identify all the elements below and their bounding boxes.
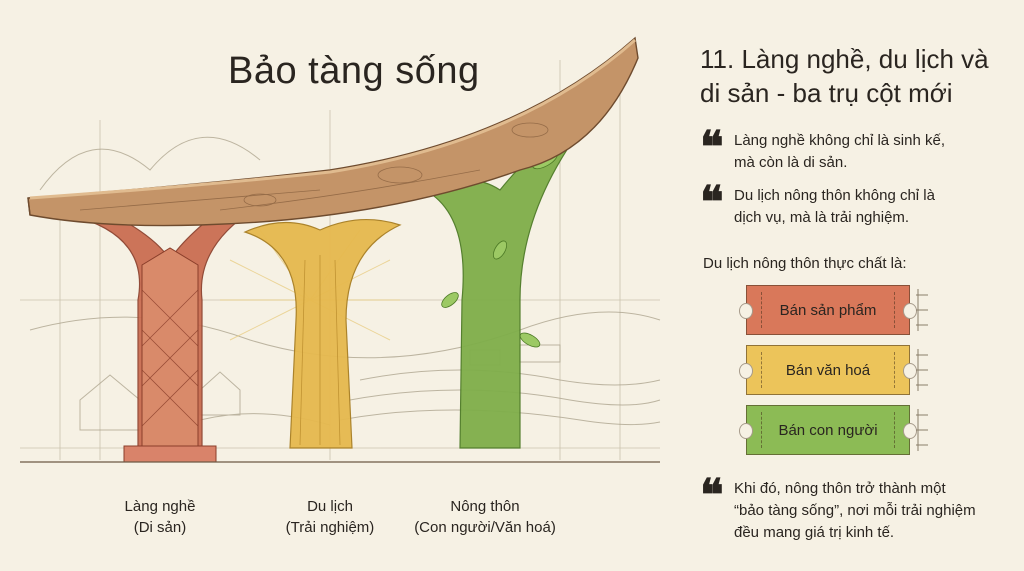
- quote-text: dịch vụ, mà là trải nghiệm.: [734, 209, 910, 226]
- pillar-name: Làng nghề: [124, 498, 196, 515]
- quote-text: mà còn là di sản.: [734, 154, 848, 171]
- quote-text: Du lịch nông thôn không chỉ là: [734, 187, 935, 204]
- pillar-subtitle: (Trải nghiệm): [285, 519, 375, 536]
- ticket-label: Bán sản phẩm: [779, 301, 877, 319]
- closing-text: Khi đó, nông thôn trở thành một: [734, 480, 946, 497]
- pillar-subtitle: (Di sản): [133, 519, 187, 536]
- pillar-name: Du lịch: [307, 498, 353, 515]
- heading-line: di sản - ba trụ cột mới: [700, 78, 953, 108]
- subheading: Du lịch nông thôn thực chất là:: [703, 255, 907, 272]
- pillar-du-lich: [243, 218, 402, 449]
- quote-closing: ❝ Khi đó, nông thôn trở thành một “bảo t…: [700, 470, 1010, 544]
- closing-text: “bảo tàng sống”, nơi mỗi trải nghiệm: [734, 502, 976, 519]
- ticket-label: Bán con người: [778, 421, 878, 439]
- pillars-illustration: [20, 36, 661, 463]
- illustration-title: Bảo tàng sống: [228, 50, 480, 92]
- quote-2: ❝ Du lịch nông thôn không chỉ là dịch vụ…: [700, 177, 1010, 229]
- wooden-roof: [27, 36, 639, 227]
- pillar-label-du-lich: Du lịch (Trải nghiệm): [270, 496, 390, 538]
- quote-icon: ❝: [700, 177, 724, 228]
- quote-1: ❝ Làng nghề không chỉ là sinh kế, mà còn…: [700, 122, 1010, 174]
- pillar-name: Nông thôn: [450, 498, 520, 515]
- heading-line: 11. Làng nghề, du lịch và: [700, 44, 989, 74]
- closing-text: đều mang giá trị kinh tế.: [734, 524, 895, 541]
- ticket-label: Bán văn hoá: [785, 361, 871, 379]
- quote-text: Làng nghề không chỉ là sinh kế,: [734, 132, 945, 149]
- pillar-label-nong-thon: Nông thôn (Con người/Văn hoá): [400, 496, 570, 538]
- measure-ticks-icon: [916, 409, 928, 451]
- ticket-ban-van-hoa: Bán văn hoá: [739, 345, 917, 395]
- ticket-ban-san-pham: Bán sản phẩm: [739, 285, 917, 335]
- quote-icon: ❝: [700, 470, 724, 521]
- pillar-label-lang-nghe: Làng nghề (Di sản): [100, 496, 220, 538]
- measure-ticks-icon: [916, 289, 928, 331]
- quote-icon: ❝: [700, 122, 724, 173]
- measure-ticks-icon: [916, 349, 928, 391]
- ticket-ban-con-nguoi: Bán con người: [739, 405, 917, 455]
- pillar-subtitle: (Con người/Văn hoá): [414, 519, 556, 536]
- section-heading: 11. Làng nghề, du lịch và di sản - ba tr…: [700, 42, 1010, 110]
